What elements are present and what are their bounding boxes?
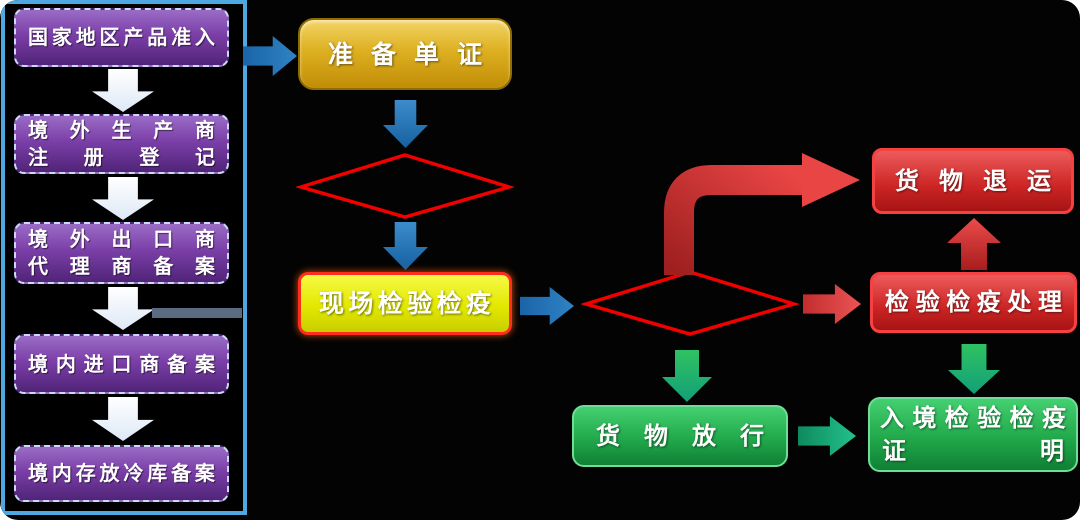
- node-label: 货物放行: [596, 421, 764, 450]
- node-label: 检验检疫处理: [885, 288, 1062, 316]
- down-arrow-icon: [383, 100, 428, 148]
- node-label: 准备单证: [328, 39, 482, 69]
- curved-return-arrow-icon: [664, 153, 860, 275]
- right-arrow-icon: [243, 36, 297, 76]
- step-producer-registration: 境外生产商 注册登记: [14, 114, 229, 174]
- node-label: 入境检验检疫: [880, 403, 1066, 432]
- node-label: 货物退运: [895, 166, 1051, 195]
- step-label: 境内进口商备案: [28, 351, 215, 376]
- step-label: 境外生产商: [28, 118, 215, 142]
- up-arrow-icon: [947, 218, 1001, 270]
- divider-line: [152, 308, 242, 318]
- step-label: 注册登记: [28, 145, 215, 169]
- step-label: 代理商备案: [28, 254, 215, 278]
- step-cold-storage-filing: 境内存放冷库备案: [14, 445, 229, 502]
- node-entry-certificate: 入境检验检疫 证明: [868, 397, 1078, 472]
- step-label: 境内存放冷库备案: [28, 461, 215, 485]
- right-arrow-icon: [520, 287, 574, 325]
- step-importer-filing: 境内进口商备案: [14, 334, 229, 394]
- node-label: 现场检验检疫: [319, 289, 491, 318]
- right-arrow-icon: [803, 284, 861, 324]
- decision-diamond-2: [581, 270, 799, 336]
- node-label: 证明: [882, 436, 1064, 465]
- node-prepare-documents: 准备单证: [298, 18, 512, 90]
- down-arrow-icon: [383, 222, 428, 270]
- right-arrow-icon: [798, 416, 856, 456]
- node-onsite-inspection: 现场检验检疫: [298, 272, 512, 335]
- down-arrow-icon: [662, 350, 712, 402]
- decision-diamond-1: [296, 153, 514, 219]
- step-label: 境外出口商: [28, 227, 215, 251]
- node-goods-release: 货物放行: [572, 405, 788, 467]
- node-inspection-treatment: 检验检疫处理: [870, 272, 1077, 333]
- step-exporter-agent-filing: 境外出口商 代理商备案: [14, 222, 229, 284]
- down-arrow-icon: [948, 344, 1000, 394]
- node-return-shipment: 货物退运: [872, 148, 1074, 214]
- step-label: 国家地区产品准入: [28, 25, 215, 49]
- step-country-product-access: 国家地区产品准入: [14, 8, 229, 67]
